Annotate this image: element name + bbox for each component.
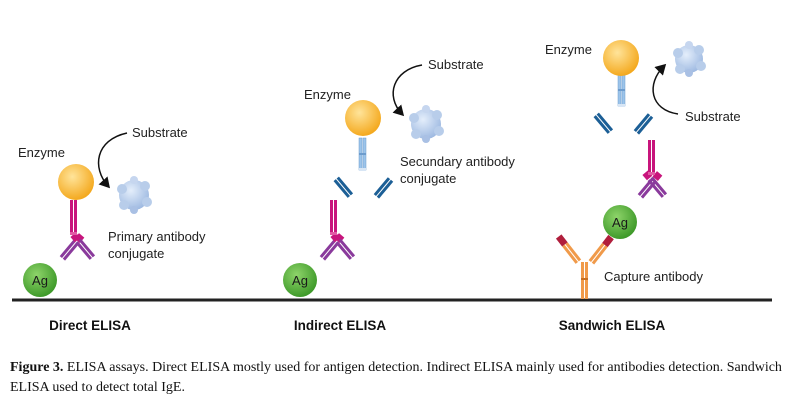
- sandwich-enzyme-label: Enzyme: [545, 42, 592, 57]
- indirect-substrate-label: Substrate: [428, 57, 484, 72]
- indirect-elisa-panel: Ag: [283, 57, 515, 333]
- sandwich-antigen: [603, 205, 637, 239]
- direct-enzyme: [58, 164, 94, 200]
- direct-substrate-arrow: [97, 132, 128, 189]
- indirect-secondary-label-line2: conjugate: [400, 171, 456, 186]
- direct-elisa-title: Direct ELISA: [49, 318, 131, 333]
- sandwich-capture-label: Capture antibody: [604, 269, 704, 284]
- direct-primary-antibody: [59, 200, 96, 261]
- sandwich-substrate: [673, 41, 706, 77]
- figure-caption: Figure 3. ELISA assays. Direct ELISA mos…: [10, 358, 792, 398]
- sandwich-capture-antibody: [555, 234, 614, 299]
- direct-antigen-label: Ag: [32, 273, 48, 288]
- indirect-secondary-antibody: [333, 137, 394, 199]
- sandwich-primary-antibody: [637, 140, 668, 199]
- indirect-substrate-arrow: [392, 64, 423, 117]
- sandwich-elisa-panel: Capture antibody Ag: [545, 40, 741, 333]
- indirect-primary-antibody: [319, 200, 356, 261]
- direct-enzyme-label: Enzyme: [18, 145, 65, 160]
- figure-caption-text: ELISA assays. Direct ELISA mostly used f…: [10, 360, 782, 395]
- direct-elisa-panel: Ag Enzyme Substrate: [18, 125, 206, 333]
- direct-antigen: [23, 263, 57, 297]
- sandwich-antigen-label: Ag: [612, 215, 628, 230]
- sandwich-substrate-arrow: [652, 63, 679, 115]
- direct-primary-label-line1: Primary antibody: [108, 229, 206, 244]
- sandwich-substrate-label: Substrate: [685, 109, 741, 124]
- direct-substrate: [117, 176, 152, 214]
- direct-substrate-label: Substrate: [132, 125, 188, 140]
- sandwich-secondary-antibody: [593, 73, 654, 135]
- indirect-substrate: [409, 105, 444, 143]
- indirect-antigen-label: Ag: [292, 273, 308, 288]
- sandwich-enzyme: [603, 40, 639, 76]
- indirect-antigen: [283, 263, 317, 297]
- indirect-secondary-label-line1: Secundary antibody: [400, 154, 515, 169]
- figure-caption-label: Figure 3.: [10, 360, 64, 375]
- indirect-elisa-title: Indirect ELISA: [294, 318, 387, 333]
- elisa-diagram: Ag Enzyme Substrate: [12, 40, 772, 333]
- indirect-enzyme: [345, 100, 381, 136]
- direct-primary-label-line2: conjugate: [108, 246, 164, 261]
- sandwich-elisa-title: Sandwich ELISA: [559, 318, 666, 333]
- indirect-enzyme-label: Enzyme: [304, 87, 351, 102]
